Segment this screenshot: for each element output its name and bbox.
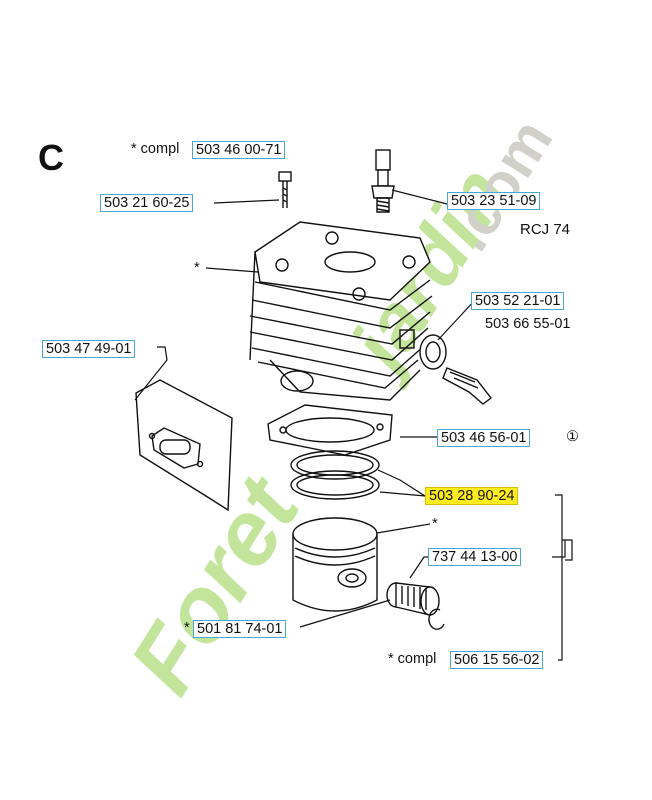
piston-drawing xyxy=(292,517,378,612)
piston-star: * xyxy=(432,516,438,532)
part-label-piston-rings[interactable]: 503 28 90-24 xyxy=(425,487,519,505)
part-label-pin[interactable]: 501 81 74-01 xyxy=(193,620,287,638)
part-label-base-gasket[interactable]: 503 46 56-01 xyxy=(437,429,531,447)
part-label-decomp-ring[interactable]: 503 52 21-01 xyxy=(471,292,565,310)
leader-lines xyxy=(134,189,573,661)
compl-top-prefix: * compl xyxy=(131,141,180,157)
part-label-compl-top[interactable]: 503 46 00-71 xyxy=(192,141,286,159)
cylinder-drawing xyxy=(249,221,433,401)
compl-bottom-prefix: * compl xyxy=(388,651,437,667)
part-label-needle-bearing[interactable]: 737 44 13-00 xyxy=(428,548,522,566)
part-label-spark-plug[interactable]: 503 23 51-09 xyxy=(447,192,541,210)
model-code: RCJ 74 xyxy=(520,221,571,238)
spark-plug-drawing xyxy=(371,149,395,213)
base-gasket-drawing xyxy=(267,404,393,456)
part-label-screw[interactable]: 503 21 60-25 xyxy=(100,194,194,212)
piston-rings-drawing xyxy=(290,450,380,500)
part-label-compl-bottom[interactable]: 506 15 56-02 xyxy=(450,651,544,669)
decomp-valve-drawing xyxy=(419,334,492,405)
part-label-muffler-gasket[interactable]: 503 47 49-01 xyxy=(42,340,136,358)
needle-bearing-drawing xyxy=(386,582,440,616)
circlip-drawing xyxy=(428,608,445,630)
pin-star: * xyxy=(184,620,190,636)
section-letter: C xyxy=(38,137,64,178)
muffler-gasket-drawing xyxy=(135,379,233,512)
note-symbol: ① xyxy=(566,429,579,445)
part-label-decomp-valve: 503 66 55-01 xyxy=(485,316,571,332)
cylinder-star: * xyxy=(194,260,200,276)
screw-drawing xyxy=(278,171,292,208)
